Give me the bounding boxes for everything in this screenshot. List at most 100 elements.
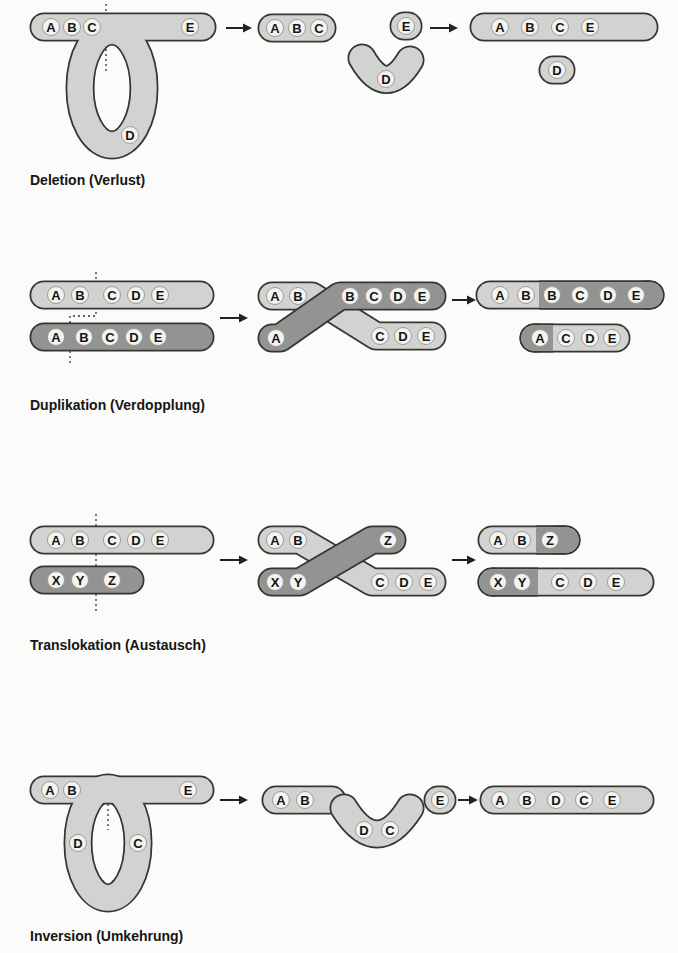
gene-circle: C: [557, 329, 575, 347]
gene-circle: B: [63, 18, 81, 36]
gene-circle: E: [627, 286, 645, 304]
gene-letter: D: [381, 73, 390, 86]
chromosome-outline: [44, 13, 202, 42]
chromosome-outline: [645, 281, 650, 310]
gene-circle: A: [266, 19, 284, 37]
gene-circle: A: [266, 531, 284, 549]
gene-circle: C: [381, 821, 399, 839]
gene-letter: B: [517, 534, 526, 547]
gene-circle: Z: [541, 531, 559, 549]
gene-circle: E: [607, 573, 625, 591]
arrow-shaft: [452, 299, 468, 301]
arrow-head: [449, 24, 458, 33]
chromosome: ABCDE: [28, 774, 218, 914]
gene-letter: A: [51, 534, 60, 547]
gene-letter: C: [107, 289, 116, 302]
gene-letter: A: [495, 21, 504, 34]
gene-letter: D: [73, 837, 82, 850]
gene-circle: A: [47, 531, 65, 549]
mutation-caption: Translokation (Austausch): [30, 637, 206, 654]
mutation-caption: Deletion (Verlust): [30, 172, 145, 189]
gene-circle: D: [121, 126, 139, 144]
gene-circle: A: [42, 18, 60, 36]
gene-letter: Y: [76, 574, 85, 587]
gene-circle: C: [365, 287, 383, 305]
gene-letter: X: [494, 576, 503, 589]
gene-circle: D: [599, 286, 617, 304]
gene-letter: E: [156, 534, 165, 547]
gene-circle: A: [272, 791, 290, 809]
gene-letter: E: [632, 289, 641, 302]
gene-circle: C: [371, 327, 389, 345]
gene-circle: D: [579, 573, 597, 591]
chromosome: ABC: [256, 12, 340, 44]
arrow-head: [467, 556, 476, 565]
gene-letter: C: [369, 290, 378, 303]
gene-circle: A: [491, 791, 509, 809]
gene-letter: E: [436, 794, 445, 807]
chromosome: D: [345, 42, 427, 97]
chromosome: D: [536, 54, 578, 86]
gene-letter: D: [129, 331, 138, 344]
chromosome-fill: [490, 282, 650, 308]
gene-letter: X: [271, 576, 280, 589]
gene-letter: C: [561, 332, 570, 345]
gene-letter: E: [608, 332, 617, 345]
gene-circle: C: [83, 18, 101, 36]
chromosome-fill: [44, 282, 200, 308]
chromosome-fill: [539, 282, 650, 308]
gene-circle: Z: [379, 531, 397, 549]
gene-circle: C: [551, 18, 569, 36]
chromosome-fill: [484, 14, 644, 40]
gene-letter: A: [270, 290, 279, 303]
arrow-head: [467, 296, 476, 305]
gene-circle: Y: [513, 573, 531, 591]
arrow-shaft: [220, 559, 240, 561]
chromosome-outline: [44, 323, 200, 352]
gene-letter: C: [579, 794, 588, 807]
chromosome: ABZ: [476, 524, 582, 556]
chromosome-fill: [44, 777, 200, 803]
gene-letter: D: [583, 576, 592, 589]
gene-letter: A: [45, 784, 54, 797]
gene-letter: E: [424, 576, 433, 589]
gene-circle: B: [521, 18, 539, 36]
chromosome-outline: [44, 776, 200, 805]
chromosome: ABCDE: [28, 10, 218, 162]
gene-letter: E: [586, 21, 595, 34]
gene-letter: B: [75, 534, 84, 547]
gene-circle: E: [179, 781, 197, 799]
chromosome-outline: [492, 568, 640, 597]
chromosome: A BC E: [468, 10, 658, 44]
gene-letter: A: [51, 289, 60, 302]
gene-circle: D: [581, 329, 599, 347]
arrow-head: [243, 24, 252, 33]
gene-letter: X: [52, 574, 61, 587]
gene-letter: D: [359, 824, 368, 837]
gene-letter: D: [552, 64, 561, 77]
gene-circle: D: [69, 834, 87, 852]
gene-circle: E: [419, 573, 437, 591]
chromosome-outline: [494, 786, 640, 815]
gene-letter: Y: [518, 576, 527, 589]
gene-circle: B: [341, 287, 359, 305]
gene-letter: B: [300, 794, 309, 807]
gene-circle: E: [417, 327, 435, 345]
gene-letter: D: [585, 332, 594, 345]
gene-circle: D: [547, 791, 565, 809]
arrow-head: [469, 796, 478, 805]
gene-letter: C: [385, 824, 394, 837]
chromosome: E: [423, 784, 457, 816]
arrow-shaft: [458, 799, 470, 801]
gene-letter: D: [125, 129, 134, 142]
chromosome-outline: [44, 566, 130, 595]
gene-letter: A: [51, 331, 60, 344]
gene-circle: A: [47, 286, 65, 304]
gene-letter: B: [521, 289, 530, 302]
gene-letter: A: [495, 289, 504, 302]
chromosome-outline: [276, 786, 332, 815]
chromosome: ABCDE: [256, 280, 450, 352]
chromosome: ACDE: [518, 322, 634, 354]
chromosome-outline: [44, 526, 200, 555]
chromosome-fill: [44, 324, 200, 350]
